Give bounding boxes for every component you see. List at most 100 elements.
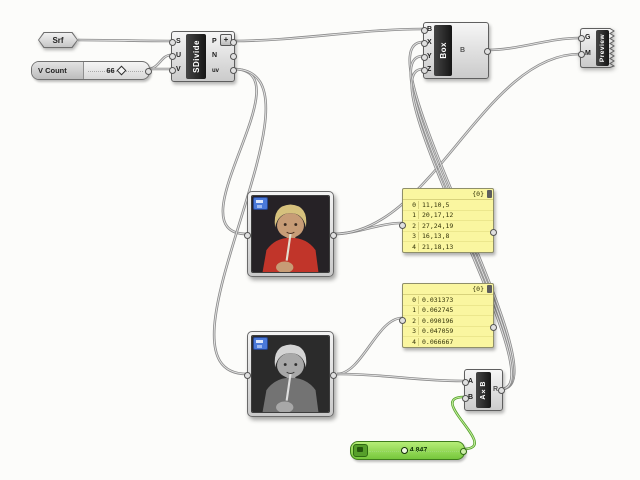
box-nub-B-out[interactable]: [484, 48, 491, 55]
image-gray-output-nub[interactable]: [330, 372, 337, 379]
gain-slider-output-nub[interactable]: [460, 448, 467, 455]
multiply-input-B: B: [468, 394, 474, 401]
row-value: 11,10,5: [422, 200, 450, 209]
slider-knob[interactable]: [400, 447, 408, 454]
srf-label: Srf: [39, 33, 77, 47]
row-index: 0: [403, 295, 419, 304]
wire-box-B-to-preview-G[interactable]: [486, 36, 581, 52]
row-value: 21,18,13: [422, 242, 454, 251]
wire-image-gray-to-multiply-A[interactable]: [336, 372, 465, 383]
wire-image-color-to-preview-M[interactable]: [333, 52, 581, 236]
image-gray-input-nub[interactable]: [244, 372, 251, 379]
wire-sdivide-uv-to-image-color[interactable]: [221, 67, 258, 236]
sdivide-nub-N[interactable]: [230, 53, 237, 60]
slider-diamond-knob[interactable]: [116, 65, 127, 76]
preview-nub-M[interactable]: [578, 51, 585, 58]
box-component[interactable]: Box B X Y Z B: [421, 22, 491, 79]
multiply-component[interactable]: A×B A B R: [462, 369, 505, 411]
srf-param-capsule[interactable]: Srf: [38, 32, 78, 48]
image-sampler-gray[interactable]: [244, 331, 337, 417]
sdivide-nub-V[interactable]: [169, 67, 176, 74]
sdivide-component[interactable]: SDivide S U V P N uv +: [169, 31, 237, 82]
row-index: 1: [403, 211, 419, 220]
box-nub-X[interactable]: [421, 40, 428, 47]
wire-sdivide-uv-to-image-gray[interactable]: [212, 67, 268, 376]
panel-scrollbar[interactable]: [487, 285, 492, 293]
box-output-B: B: [460, 47, 466, 54]
v-count-slider-label: V Count: [32, 62, 84, 79]
row-index: 0: [403, 200, 419, 209]
panel-gray-input-nub[interactable]: [399, 317, 406, 324]
panel-scrollbar[interactable]: [487, 190, 492, 198]
image-icon: [253, 337, 268, 350]
sdivide-nub-uv[interactable]: [230, 67, 237, 74]
sdivide-input-V: V: [176, 66, 181, 73]
preview-input-G: G: [585, 34, 591, 41]
multiply-output-R: R: [493, 386, 499, 393]
box-input-Z: Z: [427, 66, 432, 73]
sdivide-output-uv: uv: [212, 68, 220, 74]
gain-slider-value: 4.847: [409, 447, 428, 454]
preview-input-M: M: [585, 50, 591, 57]
row-value: 20,17,12: [422, 211, 454, 220]
v-count-output-nub[interactable]: [145, 68, 152, 75]
row-value: 27,24,19: [422, 221, 454, 230]
sdivide-nub-S[interactable]: [169, 39, 176, 46]
multiply-name: A×B: [480, 380, 487, 400]
box-input-B: B: [427, 26, 433, 33]
sdivide-input-S: S: [176, 38, 181, 45]
v-count-slider[interactable]: V Count 66: [31, 61, 152, 80]
preview-component[interactable]: Preview G M: [578, 28, 617, 68]
preview-nub-G[interactable]: [578, 35, 585, 42]
multiply-nub-B[interactable]: [462, 395, 469, 402]
row-index: 3: [403, 232, 419, 241]
multiply-nub-R[interactable]: [498, 387, 505, 394]
v-count-slider-track[interactable]: 66: [88, 62, 143, 79]
sdivide-nameplate: SDivide: [186, 34, 206, 79]
image-color-output-nub[interactable]: [330, 232, 337, 239]
multiply-nub-A[interactable]: [462, 379, 469, 386]
row-value: 0.031373: [422, 295, 454, 304]
image-sampler-color[interactable]: [244, 191, 337, 277]
preview-nameplate: Preview: [596, 30, 609, 66]
wire-gain-slider-to-multiply-B[interactable]: [451, 395, 476, 451]
sdivide-nub-P[interactable]: [230, 39, 237, 46]
sdivide-output-N: N: [212, 52, 218, 59]
row-value: 0.090196: [422, 316, 454, 325]
row-index: 3: [403, 327, 419, 336]
row-index: 2: [403, 221, 419, 230]
wire-srf-to-sdivide-S[interactable]: [77, 38, 172, 43]
wire-sdivide-P-to-box-B[interactable]: [232, 27, 424, 43]
box-nub-B-in[interactable]: [421, 27, 428, 34]
row-value: 0.062745: [422, 306, 454, 315]
panel-rgb-output-nub[interactable]: [490, 229, 497, 236]
image-icon: [253, 197, 268, 210]
gain-slider[interactable]: 4.847: [350, 441, 467, 460]
wire-image-gray-to-panel-gray[interactable]: [336, 316, 403, 376]
slider-grip[interactable]: [353, 444, 368, 457]
panel-gray-output-nub[interactable]: [490, 324, 497, 331]
wire-v-count-to-sdivide-U[interactable]: [147, 53, 172, 71]
multiply-nameplate: A×B: [476, 372, 491, 408]
gain-slider-track[interactable]: 4.847: [369, 442, 459, 459]
box-nub-Y[interactable]: [421, 54, 428, 61]
panel-rgb-input-nub[interactable]: [399, 222, 406, 229]
box-nub-Z[interactable]: [421, 67, 428, 74]
sdivide-nub-U[interactable]: [169, 53, 176, 60]
box-input-X: X: [427, 39, 432, 46]
row-value: 0.047059: [422, 327, 454, 336]
row-index: 4: [403, 242, 419, 251]
row-index: 2: [403, 316, 419, 325]
preview-name: Preview: [599, 33, 606, 63]
image-color-input-nub[interactable]: [244, 232, 251, 239]
